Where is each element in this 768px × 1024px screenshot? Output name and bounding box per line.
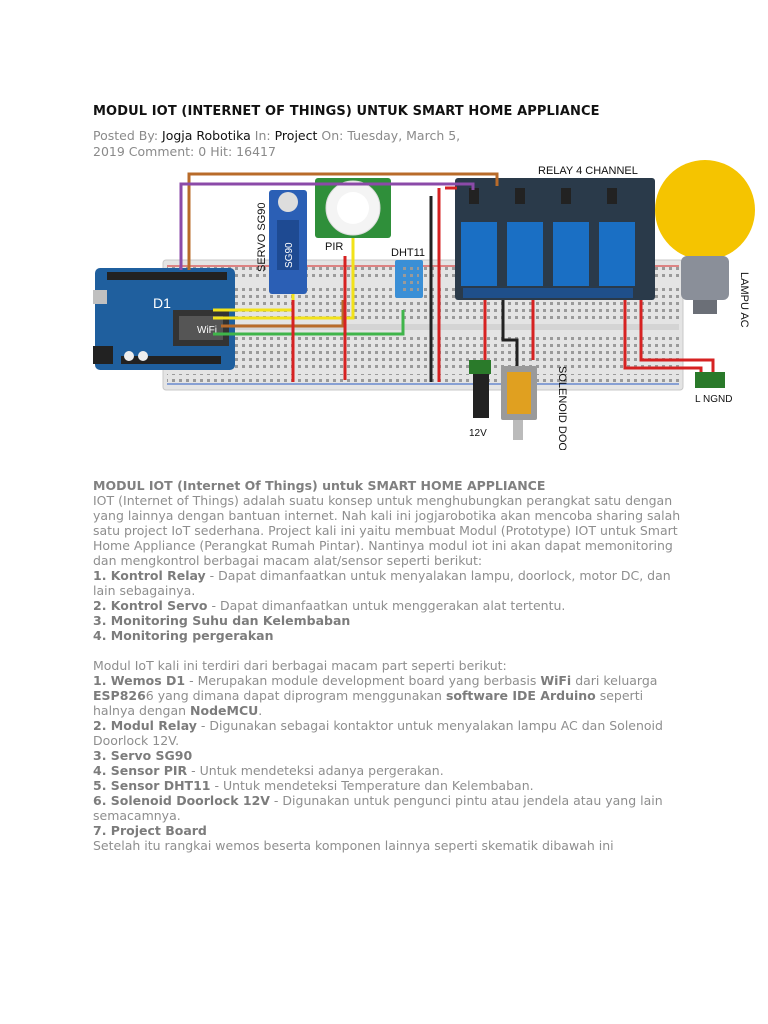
svg-text:SG90: SG90: [284, 242, 295, 268]
svg-text:RELAY 4 CHANNEL: RELAY 4 CHANNEL: [538, 165, 638, 177]
feature-item: 4. Monitoring pergerakan: [93, 628, 683, 643]
part-desc: - Untuk mendeteksi Temperature dan Kelem…: [210, 778, 534, 793]
feature-item: 2. Kontrol Servo - Dapat dimanfaatkan un…: [93, 598, 683, 613]
wemos-d1-board: WiFi D1: [93, 268, 235, 370]
article-title: MODUL IOT (INTERNET OF THINGS) UNTUK SMA…: [93, 104, 600, 119]
svg-text:DHT11: DHT11: [391, 247, 425, 259]
part-keyword: NodeMCU: [190, 703, 259, 718]
part-name: 4. Sensor PIR: [93, 763, 188, 778]
part-name: 6. Solenoid Doorlock 12V: [93, 793, 270, 808]
content-heading: MODUL IOT (Internet Of Things) untuk SMA…: [93, 478, 546, 493]
part-item: 7. Project Board: [93, 823, 683, 838]
post-year: 2019: [93, 144, 125, 159]
article-meta: Posted By: Jogja Robotika In: Project On…: [93, 128, 533, 160]
part-name: 2. Modul Relay: [93, 718, 197, 733]
part-desc: .: [258, 703, 263, 718]
part-item: 5. Sensor DHT11 - Untuk mendeteksi Tempe…: [93, 778, 683, 793]
svg-text:D1: D1: [153, 295, 171, 311]
feature-desc: - Dapat dimanfaatkan untuk menyalakan la…: [93, 568, 671, 598]
part-desc: - Merupakan module development board yan…: [185, 673, 541, 688]
article-body: MODUL IOT (Internet Of Things) untuk SMA…: [93, 478, 683, 853]
part-keyword: WiFi: [540, 673, 572, 688]
pir-sensor: PIR: [315, 178, 391, 253]
hit-count: 16417: [236, 144, 276, 159]
svg-text:SOLENOID DOORLOCK: SOLENOID DOORLOCK: [556, 366, 568, 450]
feature-name: 4. Monitoring pergerakan: [93, 628, 274, 643]
svg-text:12V: 12V: [469, 428, 487, 439]
part-desc: - Digunakan untuk pengunci pintu atau je…: [93, 793, 663, 823]
lamp-ac: LAMPU AC L NGND: [655, 160, 755, 405]
dht11-sensor: DHT11: [391, 247, 425, 298]
part-item: 1. Wemos D1 - Merupakan module developme…: [93, 673, 683, 718]
parts-intro: Modul IoT kali ini terdiri dari berbagai…: [93, 658, 507, 673]
part-desc: - Untuk mendeteksi adanya pergerakan.: [187, 763, 444, 778]
hit-label: Hit:: [210, 144, 233, 159]
part-desc: dari keluarga: [571, 673, 658, 688]
category-link[interactable]: Project: [274, 128, 318, 143]
svg-text:WiFi: WiFi: [197, 325, 217, 336]
in-label: In:: [254, 128, 271, 143]
closing-paragraph: Setelah itu rangkai wemos beserta kompon…: [93, 838, 614, 853]
comment-count: 0: [198, 144, 207, 159]
servo-sg90: SG90 SERVO SG90: [256, 190, 307, 294]
part-name: 5. Sensor DHT11: [93, 778, 211, 793]
relay-4-channel: RELAY 4 CHANNEL: [455, 165, 655, 300]
posted-by-label: Posted By:: [93, 128, 159, 143]
part-keyword: ESP826: [93, 688, 146, 703]
part-name: 7. Project Board: [93, 823, 207, 838]
author-link[interactable]: Jogja Robotika: [162, 128, 251, 143]
on-label: On:: [321, 128, 344, 143]
part-desc: 6 yang dimana dapat diprogram menggunaka…: [145, 688, 446, 703]
comment-label: Comment:: [128, 144, 195, 159]
part-name: 3. Servo SG90: [93, 748, 193, 763]
feature-desc: - Dapat dimanfaatkan untuk menggerakan a…: [207, 598, 566, 613]
solenoid-doorlock: SOLENOID DOORLOCK: [501, 366, 568, 450]
feature-name: 1. Kontrol Relay: [93, 568, 206, 583]
svg-text:PIR: PIR: [325, 241, 343, 253]
part-item: 4. Sensor PIR - Untuk mendeteksi adanya …: [93, 763, 683, 778]
part-item: 2. Modul Relay - Digunakan sebagai konta…: [93, 718, 683, 748]
feature-item: 3. Monitoring Suhu dan Kelembaban: [93, 613, 683, 628]
feature-item: 1. Kontrol Relay - Dapat dimanfaatkan un…: [93, 568, 683, 598]
part-name: 1. Wemos D1: [93, 673, 186, 688]
wires: [179, 172, 715, 382]
intro-paragraph: IOT (Internet of Things) adalah suatu ko…: [93, 493, 681, 568]
part-keyword: software IDE Arduino: [445, 688, 596, 703]
part-item: 6. Solenoid Doorlock 12V - Digunakan unt…: [93, 793, 683, 823]
svg-text:LAMPU AC: LAMPU AC: [738, 272, 750, 328]
part-item: 3. Servo SG90: [93, 748, 683, 763]
feature-name: 2. Kontrol Servo: [93, 598, 208, 613]
part-desc: seperti halnya dengan: [93, 688, 644, 718]
part-desc: - Digunakan sebagai kontaktor untuk meny…: [93, 718, 663, 748]
svg-text:L NGND: L NGND: [695, 394, 732, 405]
feature-name: 3. Monitoring Suhu dan Kelembaban: [93, 613, 351, 628]
svg-text:SERVO SG90: SERVO SG90: [256, 203, 268, 273]
dc-power-jack: 12V: [469, 360, 491, 439]
wiring-diagram: WiFi D1 SG90 SERVO SG90 PIR DHT11 RELAY …: [93, 160, 755, 450]
post-date: Tuesday, March 5,: [347, 128, 461, 143]
